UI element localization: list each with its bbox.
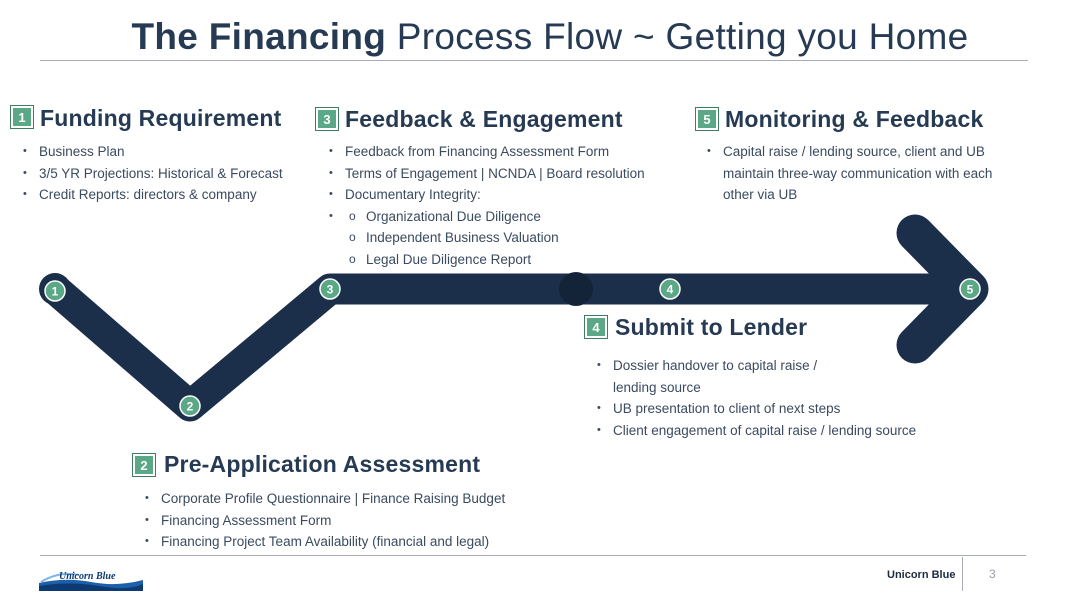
list-item: Credit Reports: directors & company xyxy=(22,184,283,206)
footer-separator xyxy=(962,557,963,591)
step-1-heading: Funding Requirement xyxy=(40,105,282,131)
list-item: Business Plan xyxy=(22,141,283,163)
page-number: 3 xyxy=(989,567,996,581)
step-3-heading: Feedback & Engagement xyxy=(345,106,623,132)
step-2-badge: 2 xyxy=(132,453,156,477)
list-item: 3/5 YR Projections: Historical & Forecas… xyxy=(22,163,283,185)
path-node-3: 3 xyxy=(319,278,341,300)
list-item: Terms of Engagement | NCNDA | Board reso… xyxy=(328,163,645,185)
title-bold: The Financing xyxy=(131,16,387,57)
sub-list-item: Organizational Due Diligence xyxy=(328,206,645,228)
svg-text:3: 3 xyxy=(327,283,334,297)
svg-text:5: 5 xyxy=(967,283,974,297)
list-item: Capital raise / lending source, client a… xyxy=(706,141,992,163)
list-item-continuation: maintain three-way communication with ea… xyxy=(723,165,993,181)
path-node-1: 1 xyxy=(44,280,66,302)
list-item-continuation: other via UB xyxy=(723,187,798,202)
step-4-list: Dossier handover to capital raise / lend… xyxy=(596,355,916,441)
sub-list-item: Legal Due Diligence Report xyxy=(328,249,645,271)
svg-text:1: 1 xyxy=(52,285,59,299)
step-4-badge: 4 xyxy=(584,315,608,339)
path-nodes: 1 2 3 4 5 xyxy=(44,278,981,417)
list-item: Documentary Integrity: xyxy=(328,184,645,206)
step-3-list: Feedback from Financing Assessment Form … xyxy=(328,141,645,270)
list-item: UB presentation to client of next steps xyxy=(596,398,916,420)
step-3-badge: 3 xyxy=(315,107,339,131)
svg-text:Unicorn Blue: Unicorn Blue xyxy=(59,571,116,582)
sub-list-container: Organizational Due Diligence Independent… xyxy=(328,206,645,271)
list-item: Financing Project Team Availability (fin… xyxy=(144,531,505,553)
list-item: Feedback from Financing Assessment Form xyxy=(328,141,645,163)
step-3-sub-list: Organizational Due Diligence Independent… xyxy=(328,206,645,271)
page-title: The Financing Process Flow ~ Getting you… xyxy=(0,16,1067,58)
sub-list-item: Independent Business Valuation xyxy=(328,227,645,249)
step-5-heading: Monitoring & Feedback xyxy=(725,106,984,132)
unicorn-blue-logo: Unicorn Blue xyxy=(39,565,143,591)
path-joint xyxy=(559,272,593,306)
list-item-continuation: lending source xyxy=(613,379,701,395)
step-5-list: Capital raise / lending source, client a… xyxy=(706,141,992,206)
svg-text:4: 4 xyxy=(667,283,674,297)
footer-company-name: Unicorn Blue xyxy=(887,569,956,581)
path-node-5: 5 xyxy=(959,278,981,300)
step-2-heading: Pre-Application Assessment xyxy=(164,451,481,477)
list-item: Dossier handover to capital raise / xyxy=(596,355,916,377)
list-item: Financing Assessment Form xyxy=(144,510,505,532)
flow-path xyxy=(44,273,960,422)
list-item: Corporate Profile Questionnaire | Financ… xyxy=(144,488,505,510)
step-1-badge: 1 xyxy=(10,105,34,129)
path-node-2: 2 xyxy=(179,395,201,417)
list-item: Client engagement of capital raise / len… xyxy=(596,420,916,442)
step-4-heading: Submit to Lender xyxy=(615,314,808,340)
footer-divider xyxy=(40,555,1026,556)
step-5-badge: 5 xyxy=(695,107,719,131)
step-1-list: Business Plan 3/5 YR Projections: Histor… xyxy=(22,141,283,206)
path-node-4: 4 xyxy=(659,278,681,300)
svg-text:2: 2 xyxy=(187,400,194,414)
title-divider xyxy=(40,60,1028,61)
step-2-list: Corporate Profile Questionnaire | Financ… xyxy=(144,488,505,553)
title-rest: Process Flow ~ Getting you Home xyxy=(386,16,969,57)
